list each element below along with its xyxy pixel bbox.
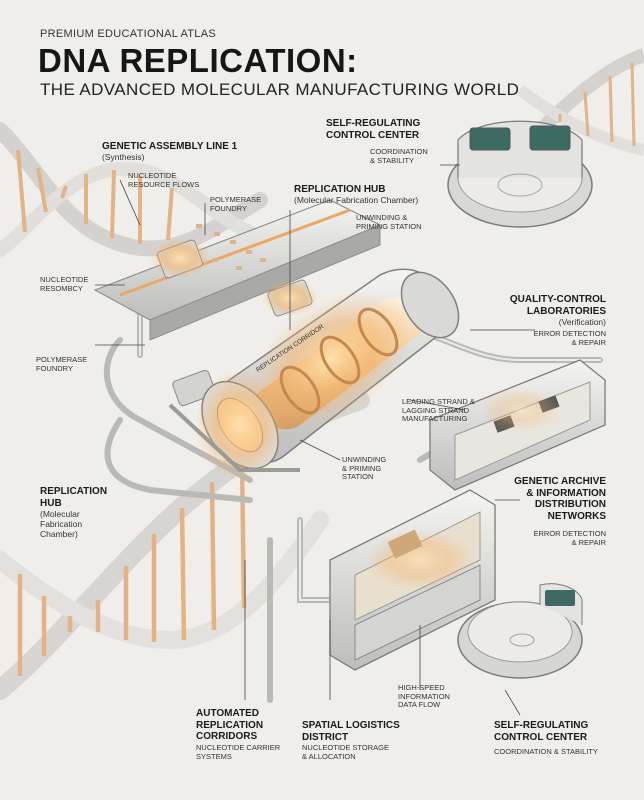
label-corridors-title: AUTOMATED REPLICATION CORRIDORS bbox=[196, 708, 264, 742]
label-control-top-title: SELF-REGULATING CONTROL CENTER bbox=[326, 118, 421, 141]
quality-control-lab bbox=[429, 359, 606, 491]
label-qc-sub: (Verification) bbox=[558, 317, 606, 327]
label-qc-title: QUALITY-CONTROL LABORATORIES bbox=[509, 294, 606, 317]
page-subtitle: THE ADVANCED MOLECULAR MANUFACTURING WOR… bbox=[40, 80, 520, 99]
label-corridors-sub: NUCLEOTIDE CARRIER SYSTEMS bbox=[196, 743, 281, 761]
label-archive-title: GENETIC ARCHIVE & INFORMATION DISTRIBUTI… bbox=[514, 476, 606, 522]
label-nucleotide-resembcy: NUCLEOTIDE RESOMBCY bbox=[40, 275, 89, 293]
label-logistics-sub: NUCLEOTIDE STORAGE & ALLOCATION bbox=[302, 743, 389, 761]
header-kicker: PREMIUM EDUCATIONAL ATLAS bbox=[40, 28, 216, 40]
control-center-bottom bbox=[457, 583, 583, 679]
label-unwinding-top: UNWINDING & PRIMING STATION bbox=[356, 213, 422, 231]
label-assembly-title: GENETIC ASSEMBLY LINE 1 bbox=[102, 141, 238, 152]
label-highspeed: HIGH-SPEED INFORMATION DATA FLOW bbox=[398, 683, 450, 710]
label-hub-left-sub: (Molecular Fabrication Chamber) bbox=[40, 509, 83, 539]
label-control-bottom-sub: COORDINATION & STABILITY bbox=[494, 747, 598, 756]
label-nucleotide-flows: NUCLEOTIDE RESOURCE FLOWS bbox=[128, 171, 200, 189]
label-qc-note: ERROR DETECTION & REPAIR bbox=[533, 329, 606, 347]
dna-helix-upper-left bbox=[0, 122, 268, 257]
genetic-archive-module bbox=[329, 489, 496, 671]
label-archive-note: ERROR DETECTION & REPAIR bbox=[533, 529, 606, 547]
control-center-top bbox=[447, 120, 593, 228]
label-control-top-sub: COORDINATION & STABILITY bbox=[370, 147, 428, 165]
label-hub-top-sub: (Molecular Fabrication Chamber) bbox=[294, 195, 419, 205]
label-assembly-sub: (Synthesis) bbox=[102, 152, 145, 162]
label-polymerase-foundry-left: POLYMERASE FOUNDRY bbox=[36, 355, 88, 373]
label-logistics-title: SPATIAL LOGISTICS DISTRICT bbox=[302, 720, 400, 743]
page-title: DNA REPLICATION: bbox=[38, 42, 358, 79]
label-hub-top-title: REPLICATION HUB bbox=[294, 184, 386, 195]
label-control-bottom-title: SELF-REGULATING CONTROL CENTER bbox=[494, 720, 589, 743]
leader-lines bbox=[95, 164, 535, 716]
label-unwinding-mid: UNWINDING & PRIMING STATION bbox=[342, 455, 387, 482]
label-hub-left-title: REPLICATION HUB bbox=[40, 486, 108, 509]
label-polymerase-foundry-top: POLYMERASE FOUNDRY bbox=[210, 195, 262, 213]
label-leading-lagging: LEADING STRAND & LAGGING STRAND MANUFACT… bbox=[402, 397, 475, 424]
